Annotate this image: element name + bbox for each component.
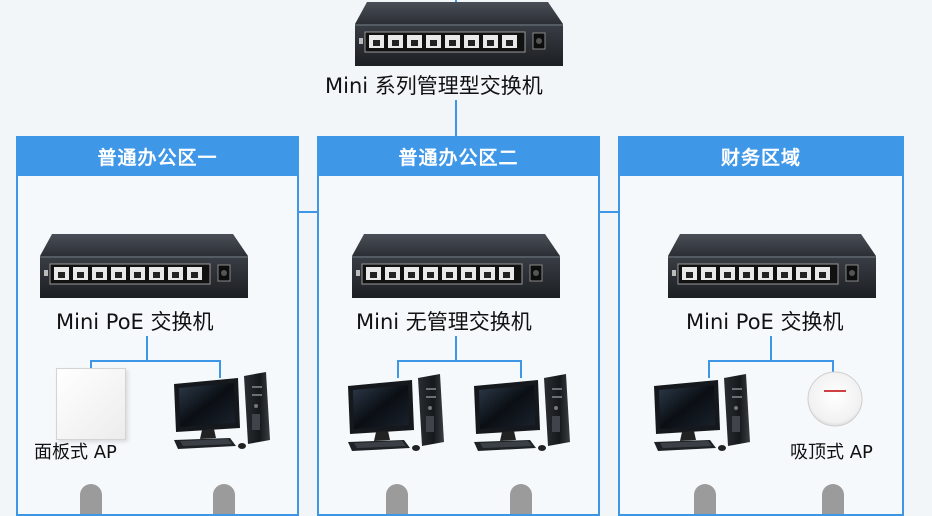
zone-1-device-drop-b — [219, 360, 221, 378]
zone-3-switch-label: Mini PoE 交换机 — [686, 310, 844, 334]
zone-2-device-bus — [397, 360, 522, 362]
desktop-computer-icon — [474, 374, 570, 451]
network-topology-diagram: 普通办公区一 普通办公区二 财务区域 Mini 系列管理型交换机 Mini Po… — [16, 0, 904, 516]
zone-3-device-stem — [770, 336, 772, 361]
core-switch-icon — [355, 2, 563, 66]
panel-ap-icon — [56, 368, 126, 440]
zone-2-device-drop-b — [520, 360, 522, 378]
zone-title-1: 普通办公区一 — [16, 136, 299, 176]
connector-marker — [694, 484, 716, 514]
connector-marker — [386, 484, 408, 514]
zone-box-1 — [16, 136, 299, 516]
zone-1-switch-icon — [40, 234, 248, 298]
zone-1-device-bus — [90, 360, 221, 362]
zone-3-device-bus — [708, 360, 834, 362]
connector-marker — [822, 484, 844, 514]
zone-2-switch-icon — [352, 234, 560, 298]
core-switch-label: Mini 系列管理型交换机 — [325, 74, 543, 98]
connector-marker — [510, 484, 532, 514]
zone-3-device-drop-a — [708, 360, 710, 378]
zone-box-2 — [317, 136, 600, 516]
desktop-computer-icon — [654, 374, 750, 451]
zone-1-switch-label: Mini PoE 交换机 — [56, 310, 214, 334]
desktop-computer-icon — [348, 374, 444, 451]
zone-1-device-stem — [146, 336, 148, 361]
zone-2-device-stem — [455, 336, 457, 361]
zone-2-device-drop-a — [397, 360, 399, 378]
connector-marker — [213, 484, 235, 514]
zone-3-switch-icon — [668, 234, 876, 298]
ceiling-ap-icon — [807, 371, 863, 427]
zone-title-3: 财务区域 — [618, 136, 904, 176]
zone-1-device-label-1: 面板式 AP — [34, 442, 117, 463]
zone-3-device-drop-b — [832, 360, 834, 372]
desktop-computer-icon — [174, 372, 270, 449]
zone-2-switch-label: Mini 无管理交换机 — [356, 310, 532, 334]
zone-title-2: 普通办公区二 — [317, 136, 600, 176]
zone-3-device-label-2: 吸顶式 AP — [790, 442, 873, 463]
zone-1-device-drop-a — [90, 360, 92, 370]
connector-marker — [80, 484, 102, 514]
